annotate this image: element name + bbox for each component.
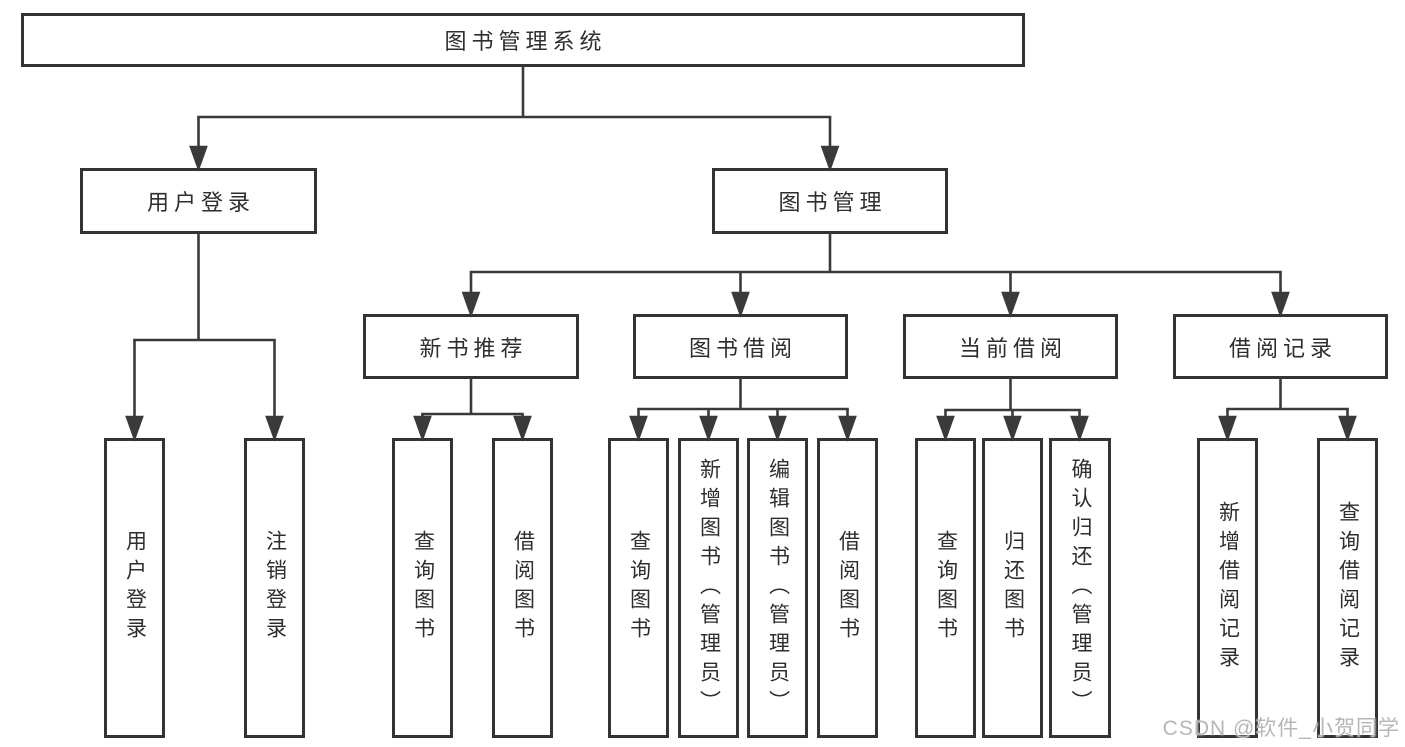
leaf-borrow-edit-books-admin: 编辑图书（管理员） [747, 438, 808, 738]
leaf-borrow-add-books-admin: 新增图书（管理员） [678, 438, 739, 738]
leaf-recommend-query-books: 查询图书 [392, 438, 453, 738]
leaf-current-return-books: 归还图书 [982, 438, 1043, 738]
node-book-management: 图书管理 [712, 168, 948, 234]
leaf-borrow-borrow-books: 借阅图书 [817, 438, 878, 738]
leaf-recommend-borrow-books: 借阅图书 [492, 438, 553, 738]
leaf-current-query-books: 查询图书 [915, 438, 976, 738]
leaf-logout: 注销登录 [244, 438, 305, 738]
leaf-current-confirm-return-admin: 确认归还（管理员） [1049, 438, 1111, 738]
node-book-borrowing: 图书借阅 [633, 314, 848, 379]
leaf-records-add-record: 新增借阅记录 [1197, 438, 1258, 738]
node-user-login: 用户登录 [80, 168, 317, 234]
node-new-book-recommendation: 新书推荐 [363, 314, 579, 379]
leaf-records-query-record: 查询借阅记录 [1317, 438, 1378, 738]
node-borrowing-records: 借阅记录 [1173, 314, 1388, 379]
node-library-management-system: 图书管理系统 [21, 13, 1025, 67]
leaf-user-login: 用户登录 [104, 438, 165, 738]
watermark-text: CSDN @软件_小贺同学 [1162, 717, 1400, 740]
node-current-borrowing: 当前借阅 [903, 314, 1118, 379]
leaf-borrow-query-books: 查询图书 [608, 438, 669, 738]
